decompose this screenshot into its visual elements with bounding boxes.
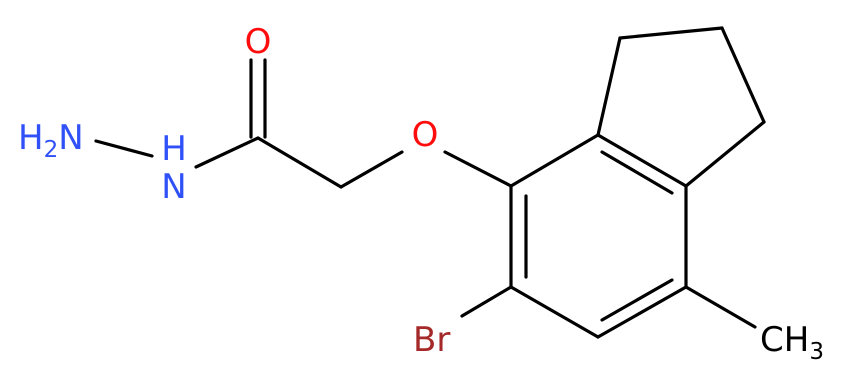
- bond-ring-5: [509, 285, 600, 339]
- atom-labels: O H N H2N O Br CH3: [18, 22, 824, 365]
- methyl-group-label: CH3: [760, 320, 824, 365]
- bond-ring-1: [509, 133, 600, 188]
- bond-cp-4: [684, 120, 766, 188]
- bond-n-carbonyl-c: [194, 136, 260, 169]
- amide-nitrogen-label: N: [161, 167, 186, 207]
- bromine-label: Br: [413, 320, 450, 360]
- bond-ring-4: [596, 285, 688, 339]
- carbonyl-oxygen-label: O: [245, 22, 272, 62]
- bond-ring-2-inner: [600, 150, 674, 195]
- amide-hydrogen-label: H: [161, 129, 187, 169]
- bond-ring-methyl: [684, 285, 757, 329]
- bond-ring-4-inner: [600, 278, 674, 322]
- bond-oether-ring: [443, 150, 513, 188]
- bond-carbonyl-ch2: [256, 136, 343, 189]
- methyl-ch-label: CH: [760, 320, 809, 360]
- bonds: [94, 26, 766, 339]
- bond-nh2-n: [94, 139, 154, 158]
- ether-oxygen-label: O: [412, 115, 439, 155]
- bond-ring-br: [460, 285, 513, 318]
- amine-group-label: H2N: [18, 118, 84, 163]
- methyl-subscript: 3: [809, 339, 824, 365]
- bond-cp-3: [720, 26, 766, 124]
- bond-ch2-oether: [339, 150, 404, 189]
- amine-h-label: H: [18, 118, 44, 158]
- bond-ring-2: [596, 133, 688, 188]
- bond-cp-1: [596, 36, 622, 137]
- amine-subscript: 2: [44, 137, 59, 163]
- amine-n-label: N: [58, 118, 83, 158]
- bond-cp-2: [618, 26, 724, 40]
